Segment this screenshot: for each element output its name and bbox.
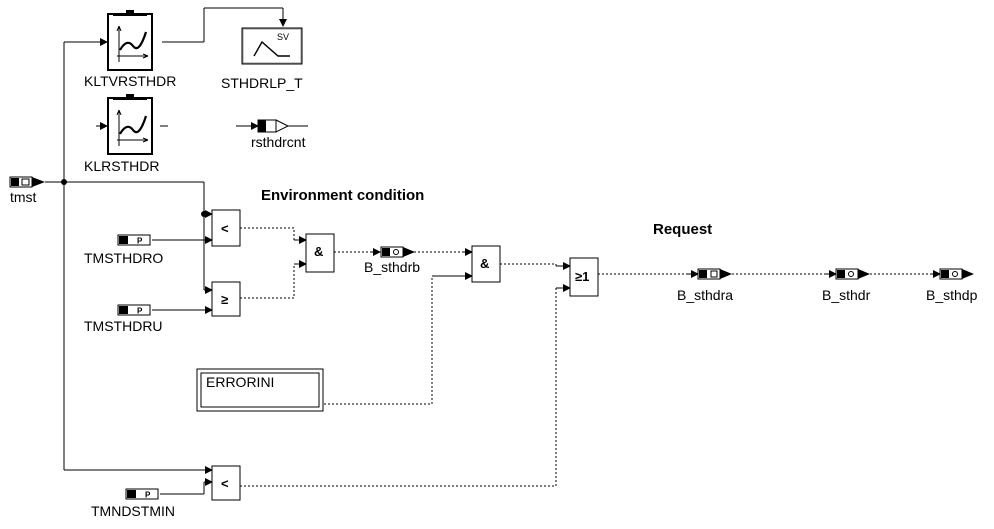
- curve-icon: [119, 115, 148, 135]
- less-than-comparator-2[interactable]: <: [211, 465, 241, 501]
- and-gate-1[interactable]: &: [305, 233, 335, 273]
- kltvrsthdr-label: KLTVRSTHDR: [84, 73, 176, 89]
- b-sthdp-label: B_sthdp: [926, 287, 978, 303]
- kltvrsthdr-curve-block[interactable]: [107, 10, 153, 71]
- or-gate[interactable]: ≥1: [569, 257, 599, 297]
- sv-label: SV: [277, 32, 289, 42]
- b-sthdr-message[interactable]: [835, 268, 870, 280]
- b-sthdp-message[interactable]: [939, 268, 974, 280]
- klrsthdr-curve-block[interactable]: [107, 94, 153, 155]
- sthdrlp-t-label: STHDRLP_T: [221, 75, 303, 91]
- ramp-icon: [253, 40, 290, 57]
- svg-text:<: <: [221, 221, 229, 236]
- wires: [45, 7, 941, 495]
- tmsthdru-label: TMSTHDRU: [84, 318, 163, 334]
- svg-text:≥: ≥: [221, 292, 228, 307]
- param-marker: P: [137, 307, 143, 316]
- tmst-label: tmst: [10, 189, 37, 205]
- and-gate-2[interactable]: &: [471, 245, 501, 283]
- tmsthdro-param[interactable]: P: [117, 234, 151, 246]
- b-sthdr-label: B_sthdr: [822, 287, 871, 303]
- less-than-comparator-1[interactable]: <: [211, 209, 241, 247]
- rsthdrcnt-variable[interactable]: [257, 119, 290, 133]
- environment-condition-heading: Environment condition: [261, 187, 424, 204]
- rsthdrcnt-label: rsthdrcnt: [251, 134, 306, 150]
- curve-icon: [119, 31, 148, 51]
- tmndstmin-param[interactable]: P: [125, 488, 159, 500]
- b-sthdra-message[interactable]: [697, 268, 732, 280]
- svg-text:&: &: [314, 244, 323, 259]
- svg-text:≥1: ≥1: [575, 269, 589, 284]
- junction-dot: [201, 211, 207, 217]
- tmsthdro-label: TMSTHDRO: [84, 250, 163, 266]
- junction-dot: [61, 179, 67, 185]
- errorini-block[interactable]: ERRORINI: [196, 368, 324, 412]
- tmndstmin-label: TMNDSTMIN: [91, 503, 175, 519]
- b-sthdra-label: B_sthdra: [677, 287, 733, 303]
- svg-text:&: &: [480, 256, 489, 271]
- svg-text:<: <: [221, 476, 229, 491]
- request-heading: Request: [653, 221, 712, 238]
- tmsthdru-param[interactable]: P: [117, 304, 151, 316]
- b-sthdrb-message[interactable]: [380, 246, 415, 258]
- tmst-input-port[interactable]: [9, 176, 45, 188]
- klrsthdr-label: KLRSTHDR: [84, 158, 159, 174]
- errorini-label: ERRORINI: [206, 374, 274, 390]
- greater-equal-comparator[interactable]: ≥: [211, 281, 241, 317]
- param-marker: P: [137, 237, 143, 246]
- sthdrlp-t-block[interactable]: SV: [241, 27, 303, 65]
- b-sthdrb-label: B_sthdrb: [364, 259, 420, 275]
- param-marker: P: [145, 491, 151, 500]
